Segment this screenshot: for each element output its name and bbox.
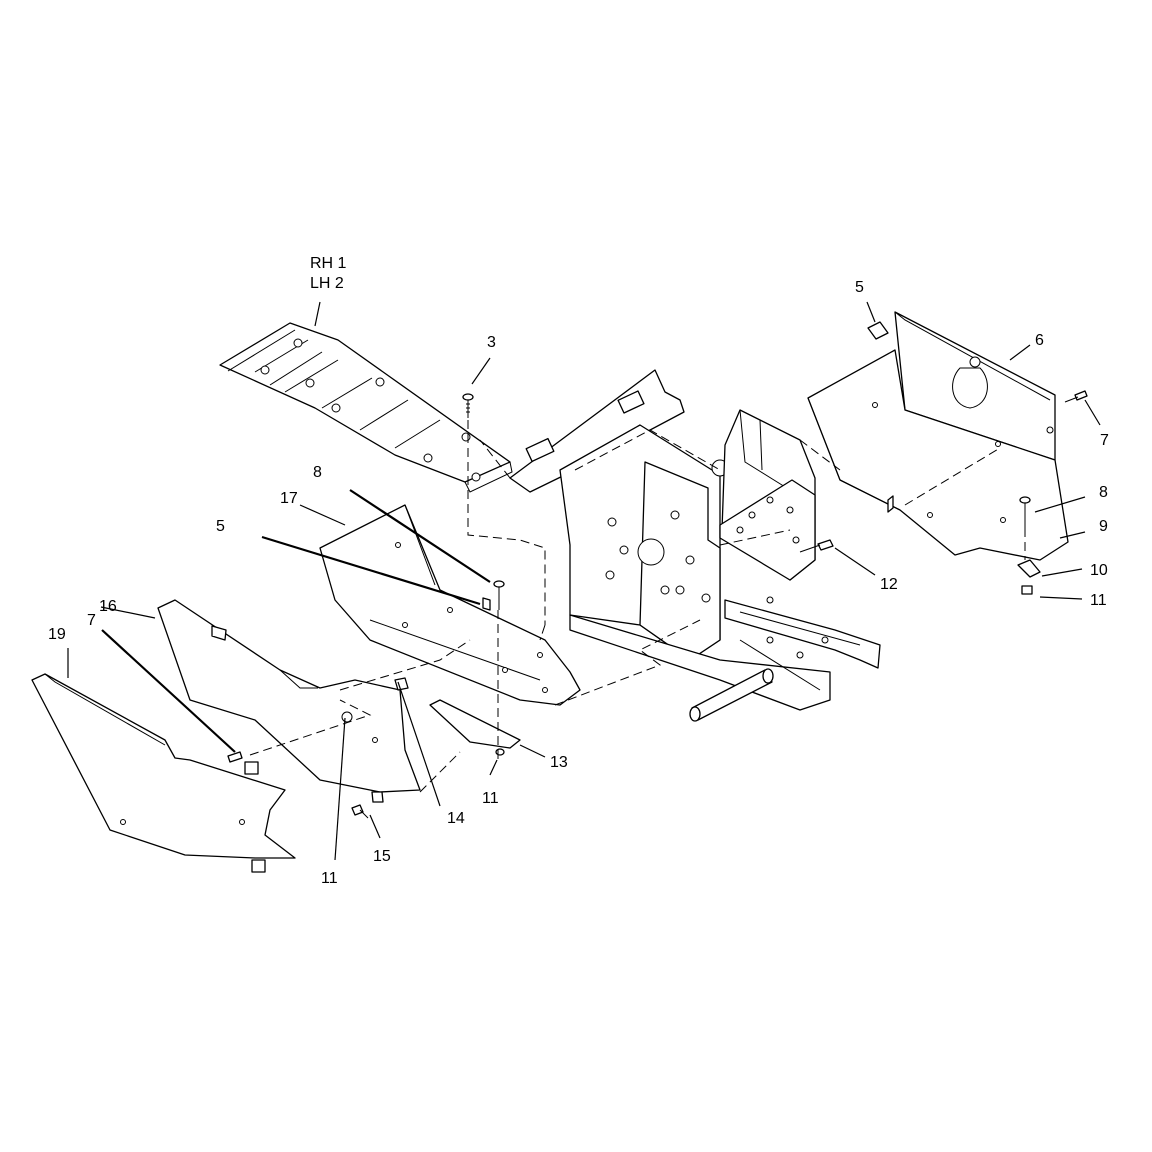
main-frame xyxy=(509,369,881,722)
side-panel-part-16 xyxy=(157,599,421,803)
callout-7-right: 7 xyxy=(1100,432,1109,449)
callout-5-left: 5 xyxy=(216,518,225,535)
callout-6: 6 xyxy=(1035,332,1044,349)
callout-10: 10 xyxy=(1090,562,1108,579)
callout-16: 16 xyxy=(99,598,117,615)
callout-5-top: 5 xyxy=(855,279,864,296)
callout-11-bottom: 11 xyxy=(321,870,338,887)
callout-14: 14 xyxy=(447,810,465,827)
callout-lh2: LH 2 xyxy=(310,275,344,292)
callout-12: 12 xyxy=(880,576,898,593)
callout-7-left: 7 xyxy=(87,612,96,629)
callout-13: 13 xyxy=(550,754,568,771)
side-panel-part-19 xyxy=(31,673,296,873)
floor-pan-part-9 xyxy=(807,349,1069,561)
callout-9: 9 xyxy=(1099,518,1108,535)
callout-labels: RH 1 LH 2 3 5 6 7 8 9 10 11 12 8 17 5 16… xyxy=(48,255,1109,887)
callout-19: 19 xyxy=(48,626,66,643)
firewall-part-17 xyxy=(319,504,581,706)
rear-cover-part-6 xyxy=(894,311,1056,461)
callout-11-mid: 11 xyxy=(482,790,499,807)
clip-part-5-top xyxy=(867,321,889,340)
callout-11-right: 11 xyxy=(1090,592,1107,609)
alignment-lines xyxy=(249,420,1026,793)
callout-8-left: 8 xyxy=(313,464,322,481)
callout-17: 17 xyxy=(280,490,298,507)
callout-8-right: 8 xyxy=(1099,484,1108,501)
callout-rh1: RH 1 xyxy=(310,255,347,272)
callout-3: 3 xyxy=(487,334,496,351)
screw-part-3 xyxy=(462,393,474,418)
leader-lines xyxy=(67,301,1101,861)
fasteners-right xyxy=(799,390,1088,595)
bracket-part-13 xyxy=(429,699,521,756)
callout-15: 15 xyxy=(373,848,391,865)
bolt-part-15 xyxy=(351,804,369,819)
